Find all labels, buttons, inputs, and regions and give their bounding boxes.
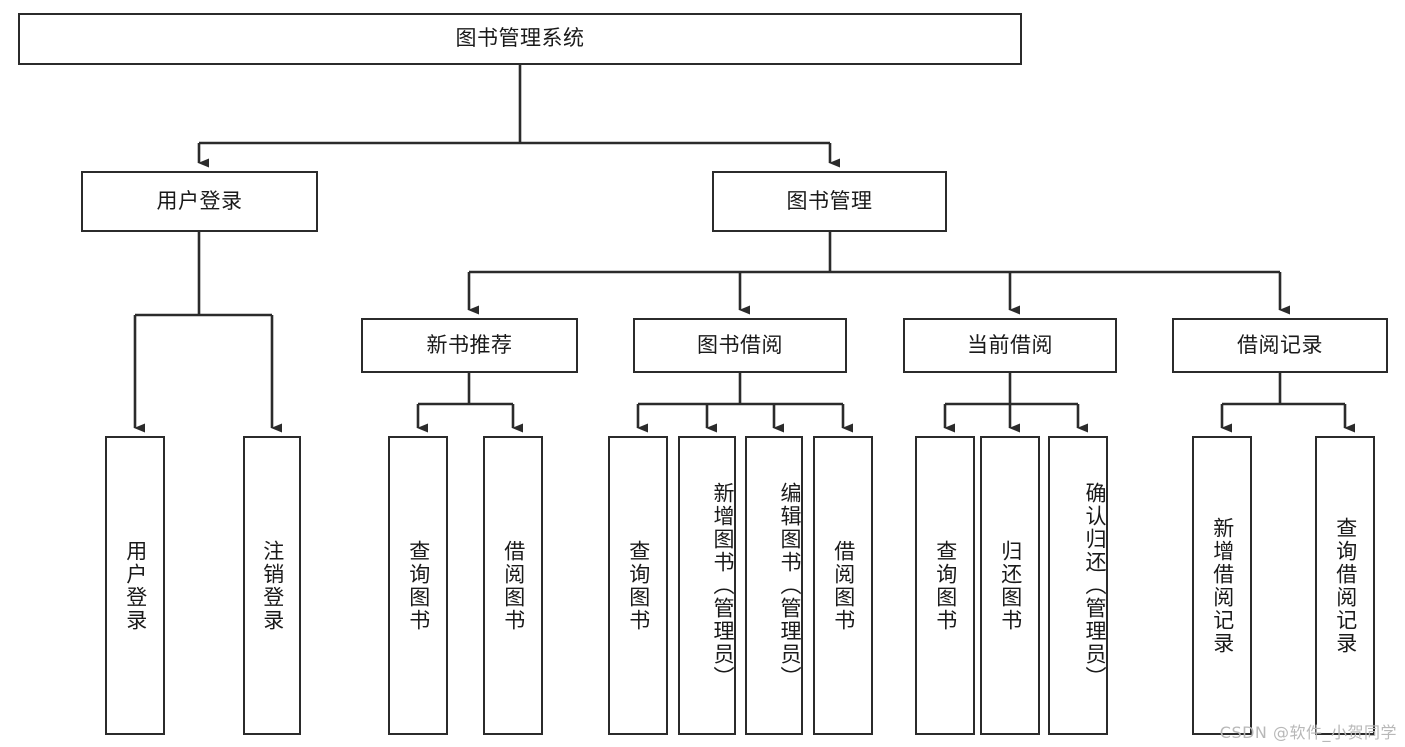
node-leaf-query-record-label: 查询借阅记录 xyxy=(1333,516,1358,655)
node-leaf-confirm-return-label: 确认归还（管理员） xyxy=(1083,482,1107,689)
node-leaf-user-login-label: 用户登录 xyxy=(123,539,148,632)
node-book-manage[interactable]: 图书管理 xyxy=(712,171,947,232)
node-leaf-borrow-book-2[interactable]: 借阅图书 xyxy=(813,436,873,735)
node-leaf-user-logout-label: 注销登录 xyxy=(260,539,285,632)
node-borrow-record-label: 借阅记录 xyxy=(1237,332,1323,357)
csdn-watermark: CSDN @软件_小贺同学 xyxy=(1219,723,1397,742)
node-book-borrow-label: 图书借阅 xyxy=(697,332,783,357)
node-root[interactable]: 图书管理系统 xyxy=(18,13,1022,65)
node-leaf-edit-book[interactable]: 编辑图书（管理员） xyxy=(745,436,803,735)
node-current-borrow[interactable]: 当前借阅 xyxy=(903,318,1117,373)
node-leaf-borrow-book-2-label: 借阅图书 xyxy=(831,539,856,632)
node-user-login[interactable]: 用户登录 xyxy=(81,171,318,232)
node-leaf-return-book-label: 归还图书 xyxy=(998,539,1023,632)
node-current-borrow-label: 当前借阅 xyxy=(967,332,1053,357)
node-new-book-rec-label: 新书推荐 xyxy=(426,332,513,357)
node-leaf-query-record[interactable]: 查询借阅记录 xyxy=(1315,436,1375,735)
node-leaf-add-book-label: 新增图书（管理员） xyxy=(711,482,735,689)
node-leaf-user-logout[interactable]: 注销登录 xyxy=(243,436,301,735)
node-leaf-query-book-1[interactable]: 查询图书 xyxy=(388,436,448,735)
node-leaf-borrow-book-1[interactable]: 借阅图书 xyxy=(483,436,543,735)
node-leaf-add-record[interactable]: 新增借阅记录 xyxy=(1192,436,1252,735)
node-leaf-confirm-return[interactable]: 确认归还（管理员） xyxy=(1048,436,1108,735)
node-leaf-query-book-2[interactable]: 查询图书 xyxy=(608,436,668,735)
node-leaf-add-book[interactable]: 新增图书（管理员） xyxy=(678,436,736,735)
node-book-manage-label: 图书管理 xyxy=(786,188,873,213)
node-leaf-return-book[interactable]: 归还图书 xyxy=(980,436,1040,735)
node-leaf-query-book-1-label: 查询图书 xyxy=(406,539,431,632)
node-leaf-user-login[interactable]: 用户登录 xyxy=(105,436,165,735)
node-leaf-add-record-label: 新增借阅记录 xyxy=(1210,516,1235,655)
node-leaf-query-book-3-label: 查询图书 xyxy=(933,539,958,632)
node-leaf-query-book-3[interactable]: 查询图书 xyxy=(915,436,975,735)
node-user-login-label: 用户登录 xyxy=(156,188,243,213)
node-leaf-edit-book-label: 编辑图书（管理员） xyxy=(778,482,802,689)
node-book-borrow[interactable]: 图书借阅 xyxy=(633,318,847,373)
node-borrow-record[interactable]: 借阅记录 xyxy=(1172,318,1388,373)
node-new-book-rec[interactable]: 新书推荐 xyxy=(361,318,578,373)
node-leaf-borrow-book-1-label: 借阅图书 xyxy=(501,539,526,632)
node-leaf-query-book-2-label: 查询图书 xyxy=(626,539,651,632)
node-root-label: 图书管理系统 xyxy=(455,26,585,51)
